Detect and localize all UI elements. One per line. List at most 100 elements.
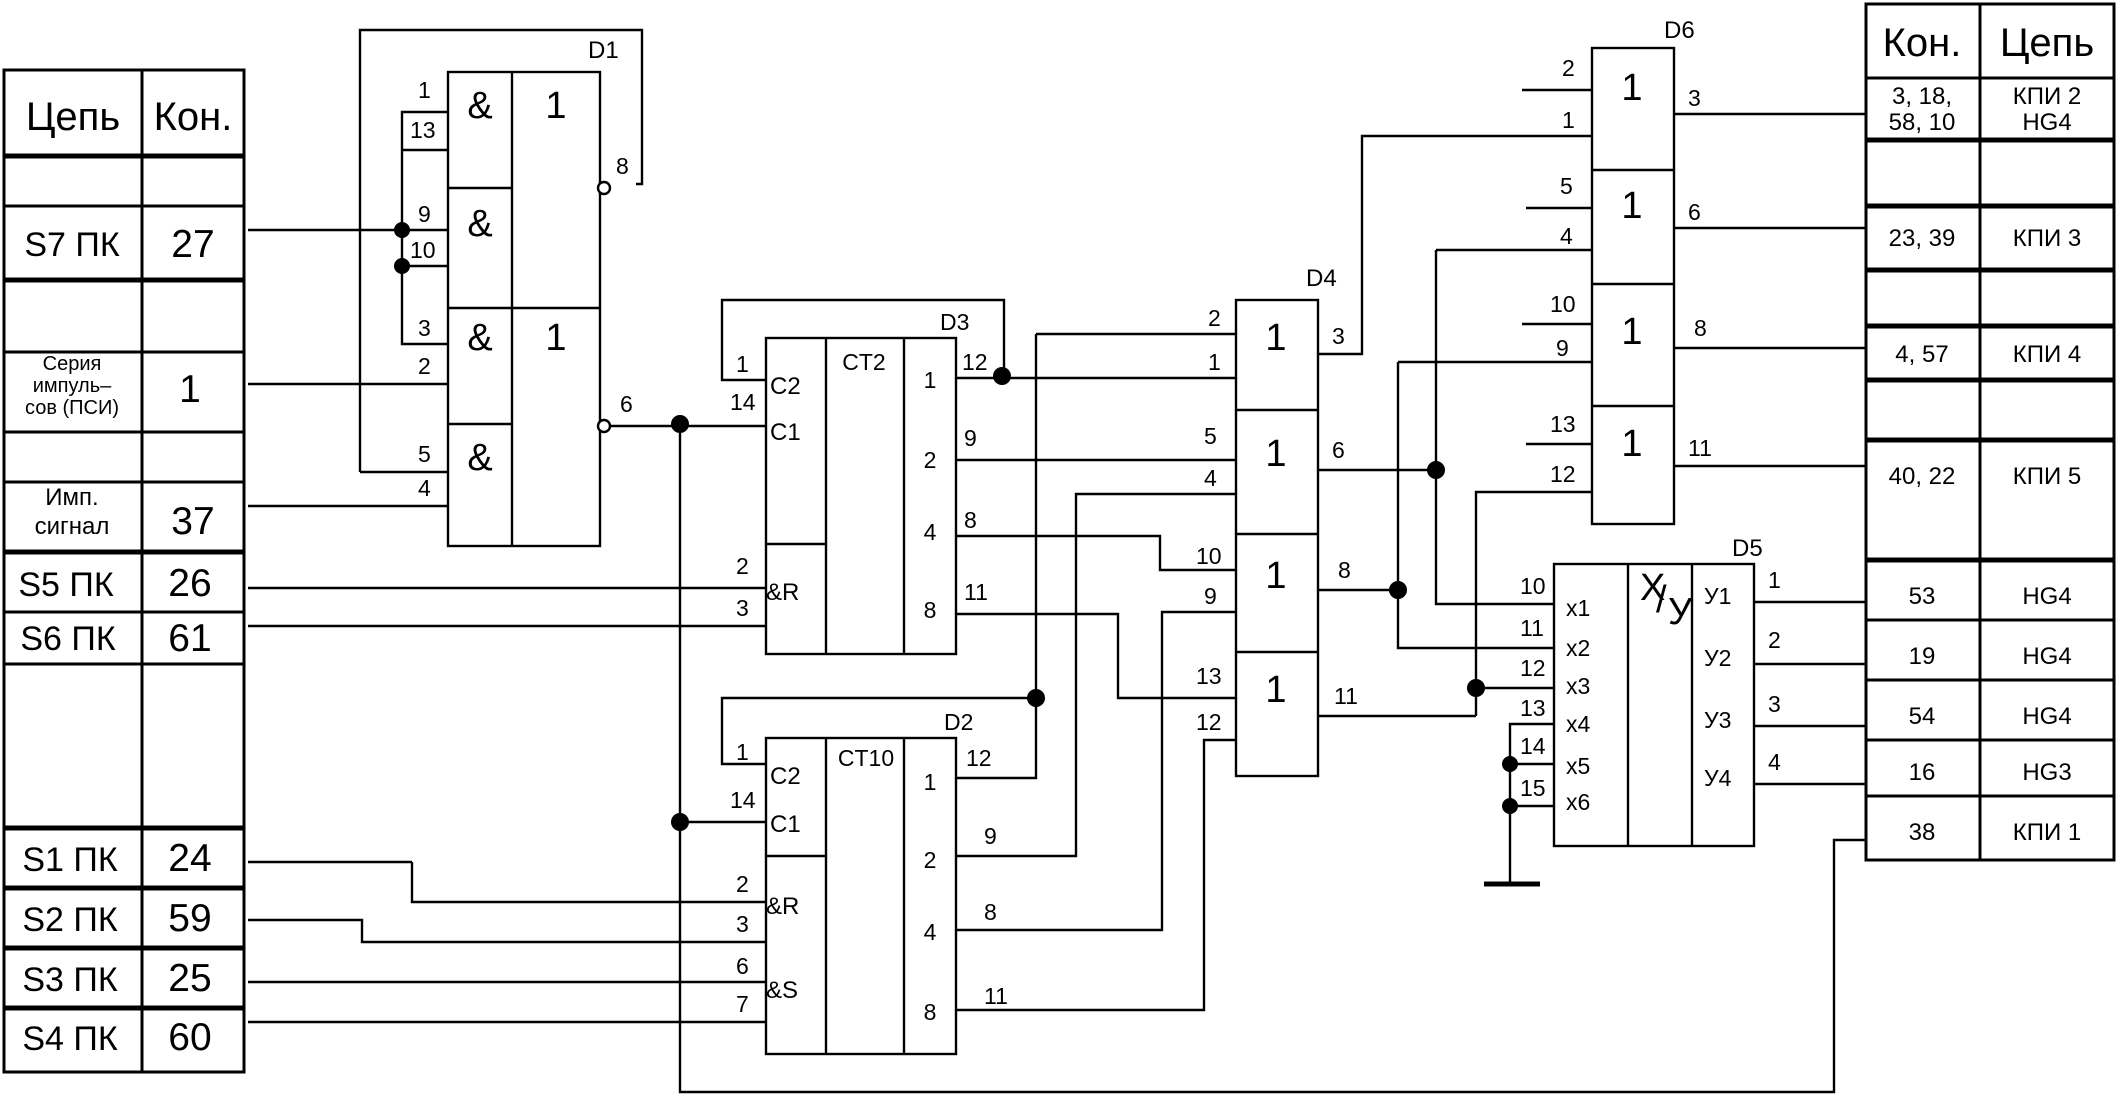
and-symbol: & <box>467 437 492 479</box>
chip-type: CT2 <box>842 349 885 375</box>
right-row-contact: 54 <box>1909 703 1936 730</box>
pin-number: 3 <box>1688 85 1701 111</box>
pin-number: 6 <box>1332 437 1345 463</box>
pin-number: 1 <box>1562 107 1575 133</box>
chip-type: CT10 <box>838 745 894 771</box>
gate-symbol: 1 <box>1265 555 1286 597</box>
left-row-contact: 26 <box>168 562 211 605</box>
right-row-circuit: КПИ 4 <box>2013 341 2082 368</box>
right-row-circuit: КПИ 1 <box>2013 819 2082 846</box>
pin-number: 9 <box>984 823 997 849</box>
pin-number: 3 <box>418 315 431 341</box>
pin-number: 4 <box>1768 749 1781 775</box>
pin-number: 13 <box>1520 695 1546 721</box>
gate-symbol: 1 <box>1621 311 1642 353</box>
pin-number: 7 <box>736 991 749 1017</box>
right-header-circuit: Цепь <box>2000 21 2094 65</box>
chip-input: &R <box>766 579 799 606</box>
chip-input: x2 <box>1566 635 1590 661</box>
chip-label: D6 <box>1664 17 1695 44</box>
chip-output: 8 <box>924 999 937 1025</box>
chip-type-symbol: X <box>1640 567 1665 609</box>
chip-d1: D1 & & & & 1 1 1 13 9 10 3 2 5 4 8 6 <box>248 28 644 548</box>
pin-number: 15 <box>1520 775 1546 801</box>
left-row-contact: 61 <box>168 617 211 660</box>
or-symbol: 1 <box>545 317 566 359</box>
right-row-circuit-line: HG4 <box>2022 109 2071 136</box>
pin-number: 1 <box>1208 349 1221 375</box>
right-row-contact-line: 58, 10 <box>1889 109 1956 136</box>
chip-d4: D4 1 1 1 1 2 1 3 5 4 6 10 9 8 13 12 11 <box>1196 265 1358 778</box>
chip-input: x5 <box>1566 753 1590 779</box>
left-header-circuit: Цепь <box>26 95 120 139</box>
pin-number: 1 <box>1768 567 1781 593</box>
pin-number: 2 <box>1208 305 1221 331</box>
chip-output: У1 <box>1704 583 1731 609</box>
chip-output: 4 <box>924 519 937 545</box>
chip-input: x6 <box>1566 789 1590 815</box>
pin-number: 12 <box>962 349 988 375</box>
left-row-circuit: S7 ПК <box>24 226 119 264</box>
left-row-circuit: S6 ПК <box>20 620 115 658</box>
chip-label: D2 <box>944 709 973 735</box>
pin-number: 6 <box>620 391 633 417</box>
chip-output: 4 <box>924 919 937 945</box>
chip-input: x1 <box>1566 595 1590 621</box>
pin-number: 6 <box>736 953 749 979</box>
pin-number: 1 <box>736 351 749 377</box>
pin-number: 14 <box>730 389 756 415</box>
chip-input: C1 <box>770 811 801 838</box>
right-row-circuit-line: КПИ 2 <box>2013 83 2082 110</box>
pin-number: 10 <box>1196 543 1222 569</box>
chip-output: 2 <box>924 847 937 873</box>
left-row-circuit-line: Серия <box>43 353 102 375</box>
chip-input: x3 <box>1566 673 1590 699</box>
chip-type-symbol: У <box>1668 591 1693 633</box>
pin-number: 1 <box>736 739 749 765</box>
chip-d5: D5 X / У x1 x2 x3 x4 x5 x6 У1 У2 У3 У4 1… <box>1520 535 1781 848</box>
chip-output: У3 <box>1704 707 1731 733</box>
left-row-contact: 60 <box>168 1016 211 1059</box>
pin-number: 3 <box>1768 691 1781 717</box>
chip-input: C2 <box>770 373 801 400</box>
chip-input: x4 <box>1566 711 1591 737</box>
gate-symbol: 1 <box>1621 423 1642 465</box>
gate-symbol: 1 <box>1265 669 1286 711</box>
and-symbol: & <box>467 203 492 245</box>
right-row-contact: 40, 22 <box>1889 463 1956 490</box>
chip-label: D1 <box>588 37 619 64</box>
right-header-contact: Кон. <box>1883 21 1962 65</box>
pin-number: 14 <box>730 787 756 813</box>
pin-number: 9 <box>964 425 977 451</box>
right-row-contact: 19 <box>1909 643 1936 670</box>
right-row-contact-line: 3, 18, <box>1892 83 1952 110</box>
left-row-contact: 25 <box>168 957 211 1000</box>
pin-number: 12 <box>1520 655 1546 681</box>
left-row-circuit-line: Имп. <box>45 484 98 511</box>
chip-d2: D2 CT10 C2 C1 &R &S 1 2 4 8 1 14 2 3 6 7… <box>720 696 1036 1056</box>
pin-number: 12 <box>1550 461 1576 487</box>
pin-number: 11 <box>1688 435 1712 461</box>
pin-number: 13 <box>410 117 436 143</box>
right-row-circuit: HG4 <box>2022 703 2071 730</box>
left-connector-table: Цепь Кон. S7 ПК 27 Серия импуль– сов (ПС… <box>2 68 246 1074</box>
left-row-contact: 37 <box>171 500 214 543</box>
pin-number: 6 <box>1688 199 1701 225</box>
pin-number: 2 <box>1562 55 1575 81</box>
pin-number: 11 <box>1520 615 1544 641</box>
chip-output: 8 <box>924 597 937 623</box>
pin-number: 2 <box>418 353 431 379</box>
pin-number: 8 <box>984 899 997 925</box>
gate-symbol: 1 <box>1621 185 1642 227</box>
right-row-circuit: HG4 <box>2022 643 2071 670</box>
pin-number: 8 <box>1338 557 1351 583</box>
right-connector-table: Кон. Цепь 3, 18, 58, 10 КПИ 2 HG4 23, 39… <box>1864 2 2116 862</box>
pin-number: 2 <box>736 553 749 579</box>
left-row-circuit: S4 ПК <box>22 1020 117 1058</box>
chip-input: C2 <box>770 763 801 790</box>
and-symbol: & <box>467 85 492 127</box>
chip-output: У4 <box>1704 765 1732 791</box>
right-row-circuit: КПИ 3 <box>2013 225 2082 252</box>
pin-number: 8 <box>964 507 977 533</box>
chip-d6: D6 1 1 1 1 2 1 3 5 4 6 10 9 8 13 12 11 <box>1522 17 1712 526</box>
